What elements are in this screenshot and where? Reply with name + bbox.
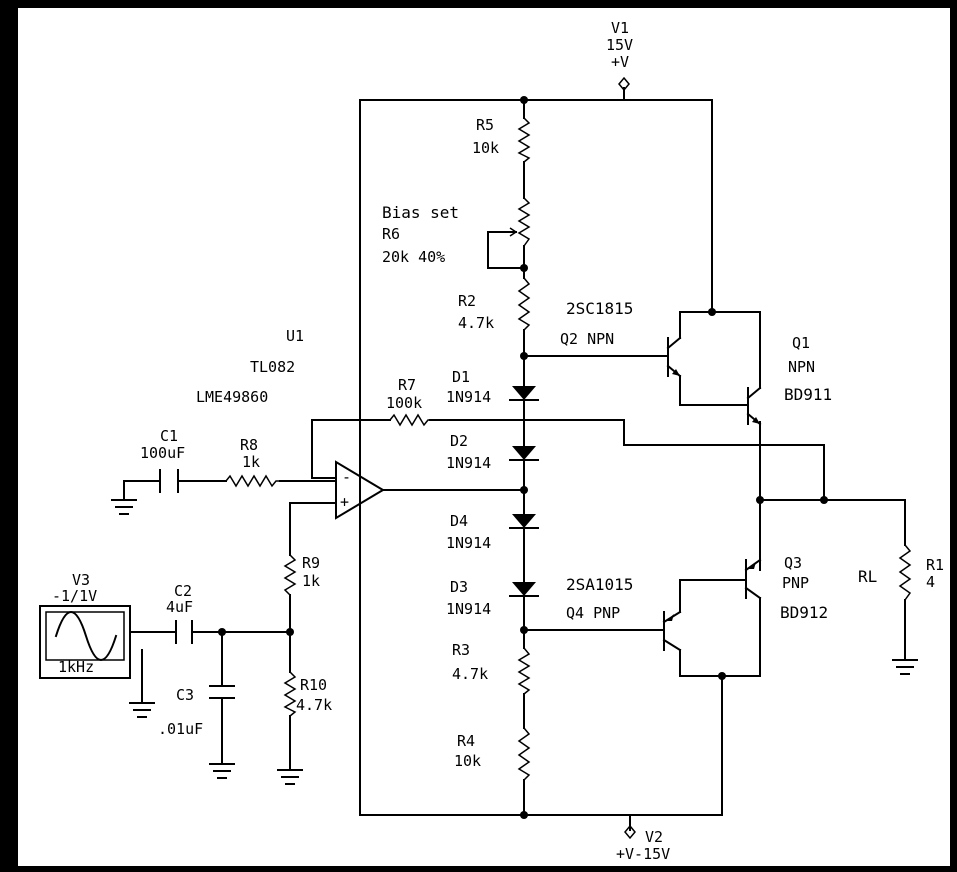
ground-rl xyxy=(892,659,918,675)
component-labels: V1 15V +V V2 +V-15V V3 -1/1V R5 10k Bias… xyxy=(52,19,944,863)
r1-value: 4 xyxy=(926,573,935,591)
r1-name: R1 xyxy=(926,556,944,574)
r4-value: 10k xyxy=(454,752,481,770)
d4-value: 1N914 xyxy=(446,534,491,552)
q3-part: BD912 xyxy=(780,603,828,622)
c1-name: C1 xyxy=(160,427,178,445)
r7-name: R7 xyxy=(398,376,416,394)
r4-name: R4 xyxy=(457,732,475,750)
v2-name: V2 xyxy=(645,828,663,846)
r6-name: R6 xyxy=(382,225,400,243)
resistor-r4 xyxy=(517,727,531,781)
ground-c1 xyxy=(111,499,137,515)
r10-name: R10 xyxy=(300,676,327,694)
q1-type: NPN xyxy=(788,358,815,376)
d1-value: 1N914 xyxy=(446,388,491,406)
resistor-r7 xyxy=(389,413,430,427)
v1-polarity: +V xyxy=(611,53,629,71)
r10-value: 4.7k xyxy=(296,696,332,714)
q2-part: 2SC1815 xyxy=(566,299,633,318)
d3-value: 1N914 xyxy=(446,600,491,618)
u1-name: U1 xyxy=(286,327,304,345)
rl-label: RL xyxy=(858,567,877,586)
resistor-r9 xyxy=(283,554,297,596)
u1-part2: LME49860 xyxy=(196,388,268,406)
resistor-r5 xyxy=(517,117,531,163)
transistor-q4 xyxy=(662,610,682,652)
transistor-q2 xyxy=(666,336,682,378)
r8-value: 1k xyxy=(242,453,260,471)
d2-value: 1N914 xyxy=(446,454,491,472)
capacitor-c3 xyxy=(209,685,235,699)
r8-name: R8 xyxy=(240,436,258,454)
ground-v3 xyxy=(129,702,155,718)
q4-name: Q4 PNP xyxy=(566,604,620,622)
schematic-canvas xyxy=(18,8,950,866)
v3-value: -1/1V xyxy=(52,587,97,605)
resistor-r6 xyxy=(509,197,531,247)
q4-part: 2SA1015 xyxy=(566,575,633,594)
v3-frequency: 1kHz xyxy=(58,658,94,676)
q2-name: Q2 NPN xyxy=(560,330,614,348)
r5-value: 10k xyxy=(472,139,499,157)
ground-r10 xyxy=(277,769,303,785)
wires xyxy=(123,87,906,831)
d4-name: D4 xyxy=(450,512,468,530)
diode-d3 xyxy=(509,582,539,597)
q1-name: Q1 xyxy=(792,334,810,352)
c2-name: C2 xyxy=(174,582,192,600)
d1-name: D1 xyxy=(452,368,470,386)
capacitor-c2 xyxy=(175,620,193,644)
ground-symbols xyxy=(111,499,918,785)
opamp-minus-label: - xyxy=(342,468,351,486)
resistor-r8 xyxy=(225,474,280,488)
diode-d4 xyxy=(509,514,539,529)
resistor-r1 xyxy=(898,544,912,601)
r9-value: 1k xyxy=(302,572,320,590)
resistor-r2 xyxy=(517,277,531,331)
opamp-plus-label: + xyxy=(340,493,349,511)
q1-part: BD911 xyxy=(784,385,832,404)
v3-name: V3 xyxy=(72,571,90,589)
c2-value: 4uF xyxy=(166,598,193,616)
r9-name: R9 xyxy=(302,554,320,572)
u1-part1: TL082 xyxy=(250,358,295,376)
r6-value: 20k 40% xyxy=(382,248,445,266)
r5-name: R5 xyxy=(476,116,494,134)
c1-value: 100uF xyxy=(140,444,185,462)
r7-value: 100k xyxy=(386,394,422,412)
d3-name: D3 xyxy=(450,578,468,596)
r3-value: 4.7k xyxy=(452,665,488,683)
opamp-u1: - + xyxy=(335,460,385,520)
c3-value: .01uF xyxy=(158,720,203,738)
diode-d1 xyxy=(509,386,539,401)
v2-value: +V-15V xyxy=(616,845,670,863)
supply-v1-terminal xyxy=(618,76,630,92)
junctions xyxy=(218,96,828,819)
resistor-r10 xyxy=(283,671,297,717)
transistor-q3 xyxy=(744,558,762,600)
c3-name: C3 xyxy=(176,686,194,704)
supply-v2-terminal xyxy=(624,824,636,840)
v1-name: V1 xyxy=(611,19,629,37)
q3-type: PNP xyxy=(782,574,809,592)
diode-d2 xyxy=(509,446,539,461)
r2-name: R2 xyxy=(458,292,476,310)
d2-name: D2 xyxy=(450,432,468,450)
v1-value: 15V xyxy=(606,36,633,54)
r3-name: R3 xyxy=(452,641,470,659)
transistor-q1 xyxy=(746,386,762,426)
r6-title: Bias set xyxy=(382,203,459,222)
resistor-r3 xyxy=(517,647,531,695)
capacitor-c1 xyxy=(159,469,179,493)
ground-c3 xyxy=(209,763,235,779)
q3-name: Q3 xyxy=(784,554,802,572)
r2-value: 4.7k xyxy=(458,314,494,332)
signal-source-v3: 1kHz xyxy=(39,605,131,679)
